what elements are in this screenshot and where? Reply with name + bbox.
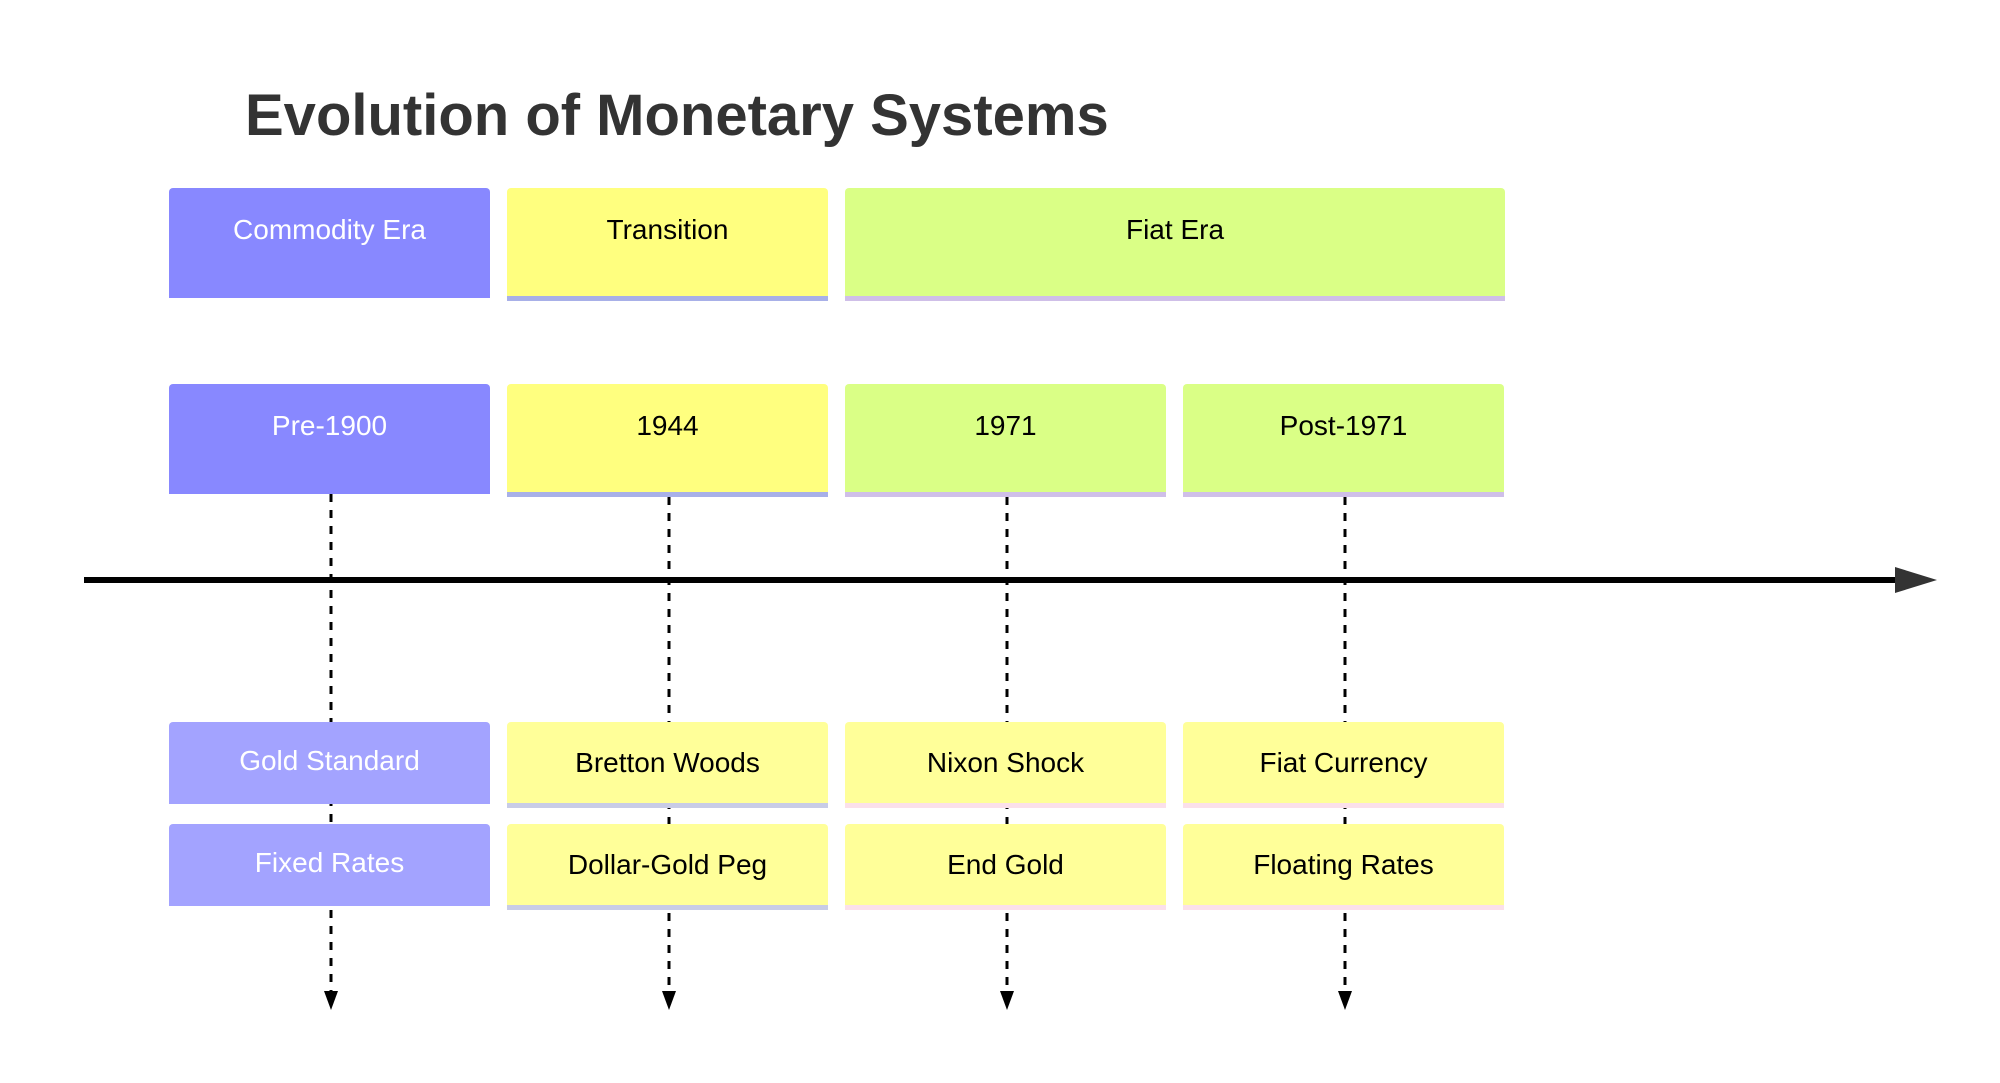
section-label: Commodity Era <box>233 214 426 245</box>
event-gold-standard: Gold Standard <box>169 722 490 804</box>
drop-line-pre-1900-arrowhead <box>324 991 338 1010</box>
event-label: Fixed Rates <box>254 846 405 878</box>
time-axis-arrowhead <box>1895 567 1937 593</box>
drop-line-post-1971-arrowhead <box>1338 991 1352 1010</box>
section-fiat-era: Fiat Era <box>845 188 1505 301</box>
drop-line-1971-arrowhead <box>1000 991 1014 1010</box>
event-end-gold: End Gold <box>845 824 1166 910</box>
event-label: Nixon Shock <box>926 746 1085 778</box>
event-bretton-woods: Bretton Woods <box>507 722 828 808</box>
period-label: 1971 <box>974 410 1037 441</box>
event-floating-rates: Floating Rates <box>1183 824 1504 910</box>
event-label: Gold Standard <box>239 744 420 776</box>
section-label: Transition <box>606 214 729 245</box>
period-post-1971: Post-1971 <box>1183 384 1504 497</box>
section-commodity-era: Commodity Era <box>169 188 490 298</box>
page-title: Evolution of Monetary Systems <box>245 83 1109 148</box>
event-dollar-gold-peg: Dollar-Gold Peg <box>507 824 828 910</box>
period-1971: 1971 <box>845 384 1166 497</box>
section-label: Fiat Era <box>1125 214 1225 245</box>
period-label: 1944 <box>636 410 699 441</box>
event-fiat-currency: Fiat Currency <box>1183 722 1504 808</box>
event-label: Fiat Currency <box>1259 746 1428 778</box>
period-label: Pre-1900 <box>271 410 388 441</box>
drop-line-1944-arrowhead <box>662 991 676 1010</box>
event-label: Floating Rates <box>1253 848 1434 880</box>
event-label: End Gold <box>947 848 1064 880</box>
section-transition: Transition <box>507 188 828 301</box>
event-label: Dollar-Gold Peg <box>567 848 768 880</box>
event-nixon-shock: Nixon Shock <box>845 722 1166 808</box>
event-label: Bretton Woods <box>575 746 760 778</box>
period-1944: 1944 <box>507 384 828 497</box>
event-fixed-rates: Fixed Rates <box>169 824 490 906</box>
period-pre-1900: Pre-1900 <box>169 384 490 494</box>
period-label: Post-1971 <box>1279 410 1408 441</box>
